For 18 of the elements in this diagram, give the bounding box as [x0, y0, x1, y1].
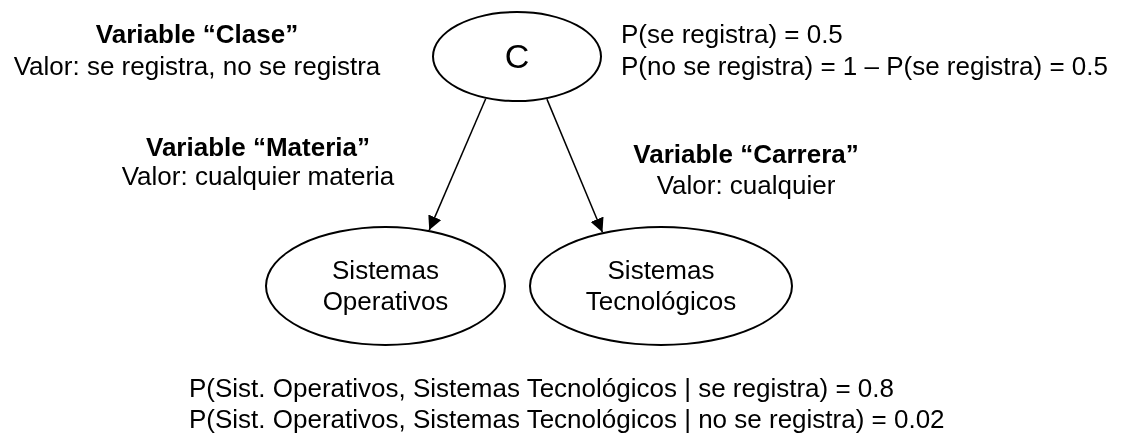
text-note: P(no se registra) = 1 – P(se registra) = 0.5: [621, 52, 1108, 80]
arrow: [428, 98, 487, 231]
text-note: Valor: cualquier: [656, 171, 836, 199]
node-label: C: [504, 41, 530, 72]
variable-heading: Variable “Materia”: [146, 133, 370, 161]
variable-heading: Variable “Clase”: [95, 20, 299, 48]
text-note: Valor: cualquier materia: [121, 162, 395, 190]
variable-heading: Variable “Carrera”: [633, 140, 859, 168]
node-label: Sistemas Operativos: [321, 255, 450, 317]
arrow: [546, 98, 604, 233]
ellipse-node: [265, 226, 506, 346]
ellipse-node: [529, 226, 793, 346]
text-note: Valor: se registra, no se registra: [13, 52, 381, 80]
node-label: Sistemas Tecnológicos: [584, 255, 738, 317]
ellipse-node: [432, 11, 602, 102]
text-note: P(Sist. Operativos, Sistemas Tecnológicos | se registra) = 0.8: [189, 374, 894, 402]
text-note: P(Sist. Operativos, Sistemas Tecnológicos | no se registra) = 0.02: [189, 405, 945, 433]
text-note: P(se registra) = 0.5: [621, 20, 843, 48]
